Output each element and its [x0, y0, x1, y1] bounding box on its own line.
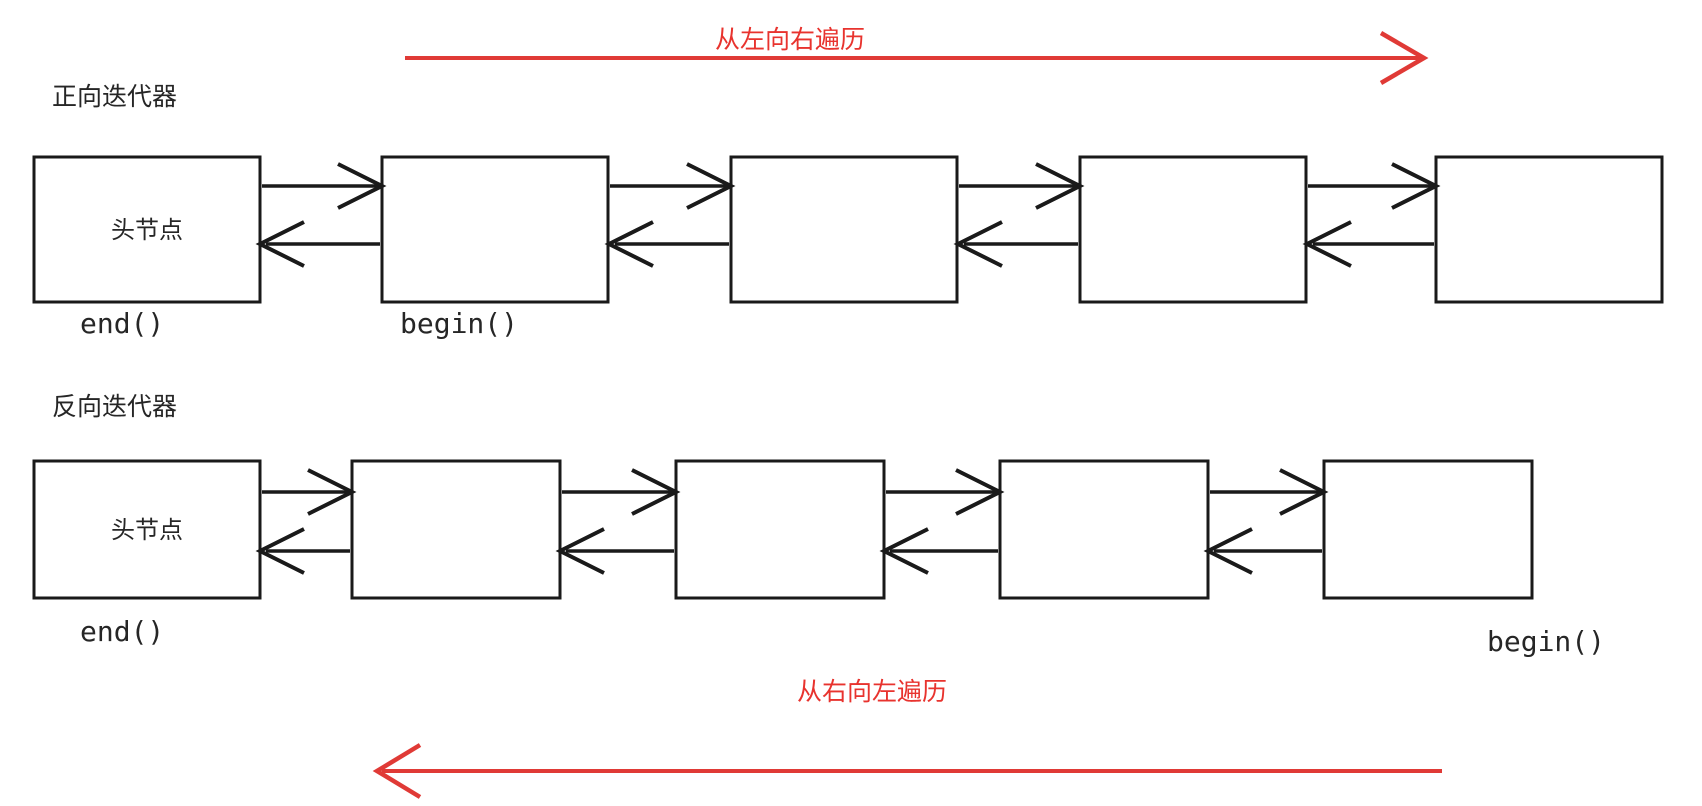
- row-reverse-iterator: 反向迭代器 头节点: [32, 392, 1605, 658]
- row-title-forward: 正向迭代器: [52, 82, 177, 111]
- node-box-forward-3[interactable]: [1078, 155, 1308, 304]
- node-box-forward-4[interactable]: [1434, 155, 1664, 304]
- node-box-forward-1[interactable]: [380, 155, 610, 304]
- node-caption-forward-0: end(): [80, 307, 164, 340]
- node-caption-reverse-0: end(): [80, 615, 164, 648]
- bottom-traversal-arrow: 从右向左遍历: [372, 677, 1442, 799]
- top-traversal-arrowhead: [1379, 31, 1429, 85]
- node-box-reverse-2[interactable]: [674, 459, 886, 600]
- row-forward-iterator: 正向迭代器 头节点: [32, 82, 1664, 340]
- node-box-reverse-3[interactable]: [998, 459, 1210, 600]
- row-title-reverse: 反向迭代器: [52, 392, 177, 421]
- link-arrow-forward-0: [255, 162, 387, 268]
- top-traversal-label: 从左向右遍历: [715, 25, 865, 54]
- node-label-reverse-0: 头节点: [111, 516, 183, 544]
- link-arrow-reverse-2: [879, 468, 1005, 575]
- node-box-forward-2[interactable]: [729, 155, 959, 304]
- link-arrow-reverse-3: [1203, 468, 1329, 575]
- link-arrow-reverse-1: [555, 468, 681, 575]
- node-box-reverse-1[interactable]: [350, 459, 562, 600]
- top-traversal-arrow: 从左向右遍历: [405, 25, 1429, 85]
- link-arrow-forward-2: [953, 162, 1085, 268]
- node-caption-reverse-4: begin(): [1487, 625, 1605, 658]
- node-box-forward-0[interactable]: [32, 155, 262, 304]
- link-arrow-forward-3: [1302, 162, 1441, 268]
- bottom-traversal-label: 从右向左遍历: [797, 677, 947, 706]
- bottom-traversal-arrowhead: [372, 743, 422, 799]
- node-box-reverse-4[interactable]: [1322, 459, 1534, 600]
- node-caption-forward-1: begin(): [400, 307, 518, 340]
- node-label-forward-0: 头节点: [111, 216, 183, 244]
- link-arrow-forward-1: [604, 162, 736, 268]
- node-box-reverse-0[interactable]: [32, 459, 262, 600]
- link-arrow-reverse-0: [255, 468, 357, 575]
